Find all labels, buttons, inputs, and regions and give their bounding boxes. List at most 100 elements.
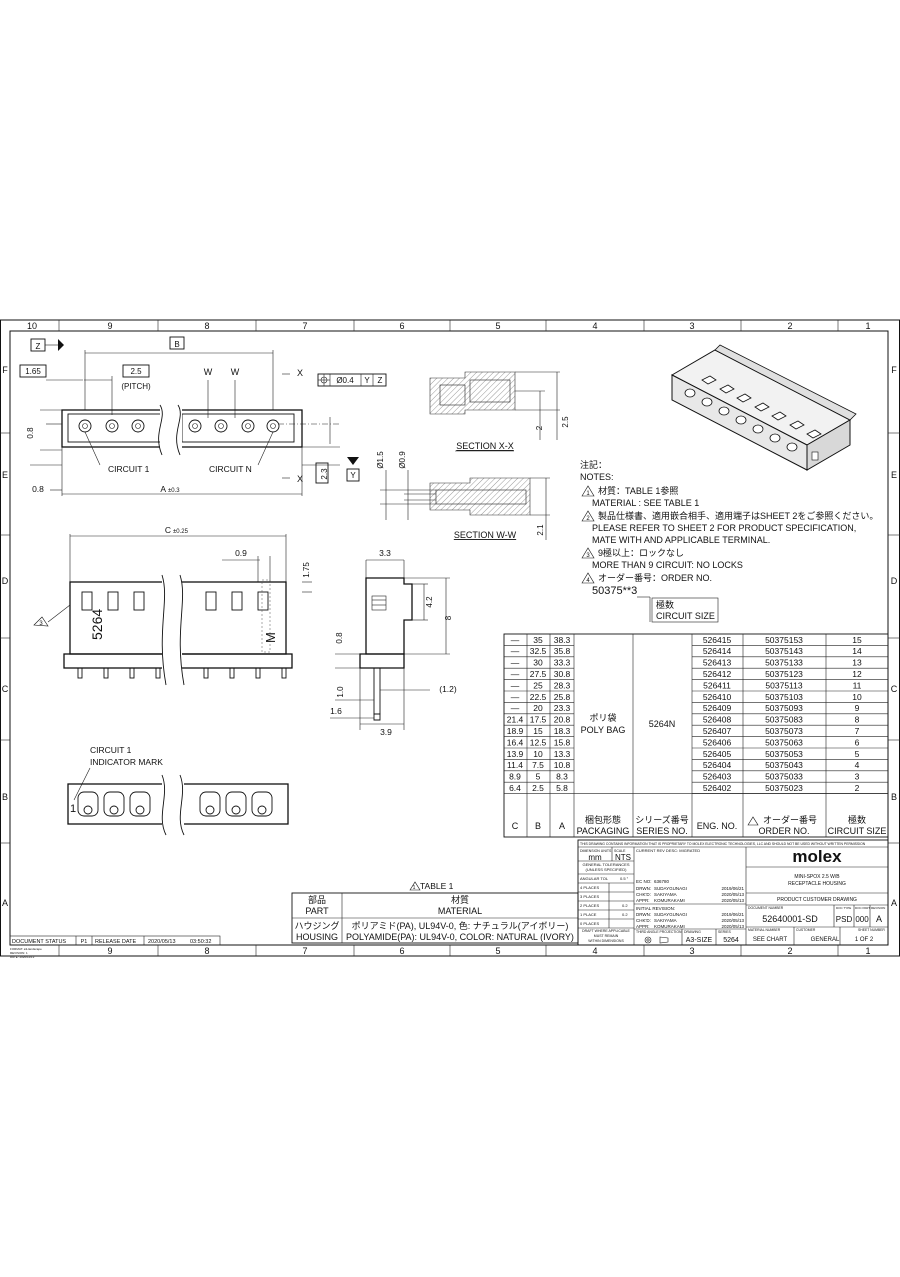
- zone-col-label: 2: [787, 946, 792, 956]
- table-cell-eng: 526409: [703, 703, 732, 713]
- dim-0.8-vertical: 0.8: [26, 427, 35, 439]
- dim-0.8: 0.8: [335, 632, 344, 644]
- molex-logo: molex: [792, 847, 842, 866]
- appr-date: 2020/05/13: [721, 898, 744, 903]
- order-number-pattern: 50375**3: [592, 585, 637, 597]
- section-w-w: Ø1.5 Ø0.9 2.1 SECTION W-W: [376, 451, 550, 540]
- doc-status: P1: [81, 939, 88, 945]
- dim-1.65: 1.65: [25, 367, 41, 376]
- ec-no-label: EC NO:: [636, 879, 652, 884]
- places-0: 0 PLACES: [580, 921, 599, 926]
- zone-row-label: E: [891, 470, 897, 480]
- part-title-1: MINI-SPOX 2.5 W/B: [794, 874, 840, 880]
- series-label: SERIES: [718, 930, 732, 934]
- header-series-en: SERIES NO.: [636, 826, 688, 836]
- table-cell-b: 30: [533, 658, 543, 668]
- zone-col-label: 9: [107, 946, 112, 956]
- table-cell-size: 4: [855, 760, 860, 770]
- appr2-date: 2020/05/13: [721, 924, 744, 929]
- table-cell-b: 20: [533, 703, 543, 713]
- customer: GENERAL: [811, 937, 840, 943]
- series-no: 5264N: [649, 719, 676, 729]
- note-2-en1: PLEASE REFER TO SHEET 2 FOR PRODUCT SPEC…: [592, 523, 856, 533]
- table-cell-order: 50375093: [765, 703, 803, 713]
- table-cell-a: 38.3: [554, 635, 571, 645]
- zone-row-label: D: [2, 576, 9, 586]
- dim-0.9: 0.9: [235, 548, 247, 558]
- zone-col-label: 10: [27, 321, 37, 331]
- table-cell-a: 10.8: [554, 760, 571, 770]
- customer-label: CUSTOMER: [796, 928, 816, 932]
- table-cell-size: 13: [852, 658, 862, 668]
- places-2-value: 0.2: [622, 903, 628, 908]
- indicator-line1: CIRCUIT 1: [90, 745, 132, 755]
- part-title-2: RECEPTACLE HOUSING: [788, 881, 846, 887]
- angular-tol: ANGULAR TOL: [580, 876, 609, 881]
- top-view: Z B 1.65 2.5 (PITCH) W W X Ø0.4 Y Z: [19, 336, 387, 496]
- table-cell-order: 50375103: [765, 692, 803, 702]
- table-cell-eng: 526413: [703, 658, 732, 668]
- zone-labels: 10 9 8 7 6 5 4 3 2 1 9 8 7 6 5 4 3 2 1 F…: [2, 321, 898, 956]
- header-series-jp: シリーズ番号: [635, 814, 689, 825]
- header-order-en: ORDER NO.: [758, 826, 809, 836]
- header-b: B: [535, 821, 541, 831]
- table-cell-a: 8.3: [556, 772, 568, 782]
- status-bar: DOCUMENT STATUS P1 RELEASE DATE 2020/05/…: [9, 935, 221, 959]
- note-flag: 4: [586, 578, 590, 584]
- table-cell-a: 15.8: [554, 737, 571, 747]
- table-cell-eng: 526414: [703, 646, 732, 656]
- table1-material-value-en: POLYAMIDE(PA): UL94V-0, COLOR: NATURAL (…: [346, 932, 574, 942]
- table1-part-jp: 部品: [308, 894, 326, 905]
- circuit-n-label: CIRCUIT N: [209, 464, 252, 474]
- table-cell-size: 6: [855, 737, 860, 747]
- drawing-label: DRAWING: [684, 930, 701, 934]
- table-cell-b: 35: [533, 635, 543, 645]
- chkd-label: CHK'D:: [636, 892, 651, 897]
- dim-dia-1.5: Ø1.5: [376, 451, 385, 469]
- table-cell-b: 10: [533, 749, 543, 759]
- table-cell-order: 50375043: [765, 760, 803, 770]
- draft-where: DRAFT WHERE APPLICABLE: [582, 929, 630, 933]
- table-cell-b: 5: [536, 772, 541, 782]
- table-cell-c: —: [511, 692, 520, 702]
- zone-row-label: D: [891, 576, 898, 586]
- table-cell-c: 13.9: [507, 749, 524, 759]
- table-cell-b: 25: [533, 680, 543, 690]
- gen-tol: GENERAL TOLERANCES: [582, 862, 629, 867]
- note-flag: 2: [586, 516, 590, 522]
- places-1: 1 PLACE: [580, 912, 597, 917]
- table-cell-size: 14: [852, 646, 862, 656]
- header-order-jp: オーダー番号: [763, 814, 817, 825]
- appr2-label: APPR:: [636, 924, 650, 929]
- section-w-mark: W: [231, 367, 240, 377]
- tol-datum-z: Z: [378, 376, 383, 385]
- table-row-lines: [504, 645, 888, 794]
- section-x-mark: X: [297, 368, 303, 378]
- note-1-jp: 材質：TABLE 1参照: [598, 485, 678, 496]
- table-cell-size: 9: [855, 703, 860, 713]
- notes: 注記： NOTES: 1 材質：TABLE 1参照 MATERIAL : SEE…: [580, 459, 878, 623]
- table-cell-eng: 526408: [703, 715, 732, 725]
- iso-contacts: [684, 388, 798, 452]
- table-cell-order: 50375153: [765, 635, 803, 645]
- table-cell-size: 10: [852, 692, 862, 702]
- table-cell-order: 50375143: [765, 646, 803, 656]
- doc-part-label: DOC PART: [855, 906, 870, 910]
- circuit-size-jp: 極数: [656, 599, 674, 610]
- format-info: FORMAT: a3-landscape: [10, 947, 42, 951]
- header-c: C: [512, 821, 519, 831]
- zone-row-label: E: [2, 470, 8, 480]
- circuit-1-label: CIRCUIT 1: [108, 464, 150, 474]
- must-remain: MUST REMAIN: [594, 934, 619, 938]
- note-3-jp: 9極以上：ロックなし: [598, 547, 684, 558]
- appr2: KOMURAKAMI: [654, 924, 685, 929]
- table-cell-c: —: [511, 669, 520, 679]
- datum-b-label: B: [174, 340, 179, 349]
- zone-col-label: 7: [302, 946, 307, 956]
- dim-1.75: 1.75: [302, 562, 311, 578]
- bottom-view-contacts: [77, 791, 273, 817]
- table-cell-order: 50375053: [765, 749, 803, 759]
- table-cell-c: 21.4: [507, 715, 524, 725]
